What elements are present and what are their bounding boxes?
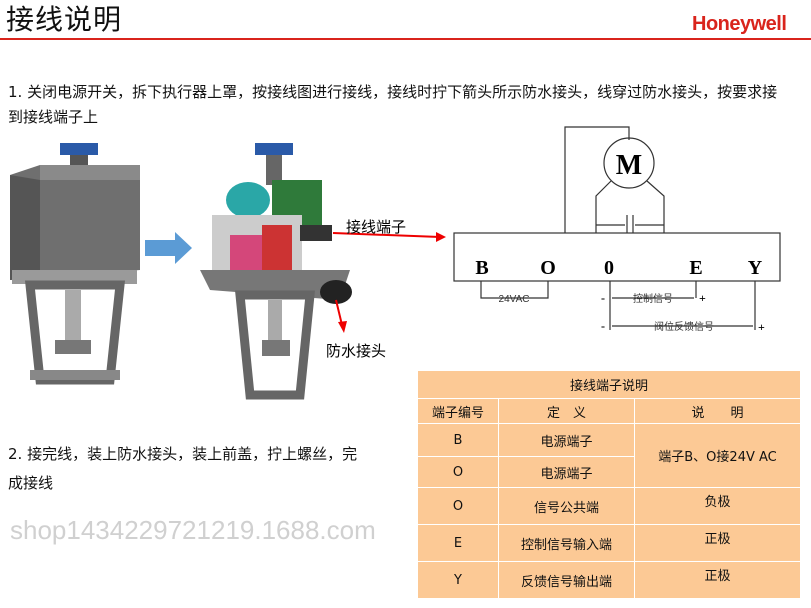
- terminal-y: Y: [748, 257, 763, 279]
- honeywell-logo: Honeywell: [692, 13, 787, 35]
- terminal-o: O: [540, 257, 556, 279]
- title-divider: [0, 38, 811, 40]
- table-row: B 电源端子 端子B、O接24V AC: [417, 423, 801, 488]
- cell-definition: 信号公共端: [498, 487, 635, 525]
- cell-note: 正极: [634, 561, 801, 599]
- terminal-callout-label: 接线端子: [346, 218, 406, 236]
- table-row: Y 反馈信号输出端 正极: [417, 561, 801, 599]
- cell-definition: 控制信号输入端: [498, 524, 635, 562]
- waterproof-callout-label: 防水接头: [326, 342, 386, 360]
- actuator-open-image: [200, 143, 352, 400]
- plus-sign: +: [699, 291, 706, 305]
- cell-id: E: [417, 524, 499, 562]
- wiring-diagram: [453, 126, 781, 330]
- col-header-definition: 定 义: [498, 398, 635, 424]
- actuator-closed-image: [10, 143, 140, 385]
- minus-sign: -: [601, 319, 605, 333]
- right-arrow-icon: [145, 232, 192, 264]
- cell-note: 负极: [634, 487, 801, 525]
- cell-id: O: [417, 487, 499, 525]
- cell-definition: 电源端子: [498, 423, 635, 457]
- plus-sign: +: [758, 320, 765, 334]
- col-header-id: 端子编号: [417, 398, 499, 424]
- cell-definition: 反馈信号输出端: [498, 561, 635, 599]
- page-title: 接线说明: [6, 3, 123, 36]
- terminal-callout-line: [332, 232, 441, 238]
- terminal-b: B: [475, 257, 488, 279]
- cell-note: 端子B、O接24V AC: [634, 423, 801, 488]
- table-row: O 信号公共端 负极: [417, 487, 801, 525]
- terminal-e: E: [689, 257, 702, 279]
- feedback-signal-label: 阀位反馈信号: [654, 320, 714, 333]
- table-row: E 控制信号输入端 正极: [417, 524, 801, 562]
- cell-id: Y: [417, 561, 499, 599]
- cell-id: O: [417, 456, 499, 488]
- motor-symbol: M: [616, 150, 642, 181]
- cell-definition: 电源端子: [498, 456, 635, 488]
- table-title: 接线端子说明: [417, 370, 801, 399]
- arrow-head-icon: [436, 232, 446, 242]
- terminal-table: 接线端子说明 端子编号 定 义 说 明 B 电源端子 端子B、O接24V AC …: [417, 370, 801, 599]
- minus-sign: -: [601, 291, 605, 305]
- watermark: shop1434229721219.1688.com: [10, 515, 376, 545]
- step-2-text: 2. 接完线，装上防水接头，装上前盖，拧上螺丝，完成接线: [8, 445, 358, 492]
- terminal-0: 0: [604, 257, 614, 279]
- step-1-text: 1. 关闭电源开关，拆下执行器上罩，按接线图进行接线，接线时拧下箭头所示防水接头…: [8, 83, 778, 126]
- table-row: O 电源端子: [417, 456, 801, 488]
- arrow-head-icon: [338, 321, 347, 333]
- supply-label: 24VAC: [499, 294, 530, 305]
- col-header-note: 说 明: [634, 398, 801, 424]
- cell-note: 正极: [634, 524, 801, 562]
- control-signal-label: 控制信号: [633, 292, 673, 305]
- cell-id: B: [417, 423, 499, 457]
- waterproof-callout-line: [335, 299, 343, 326]
